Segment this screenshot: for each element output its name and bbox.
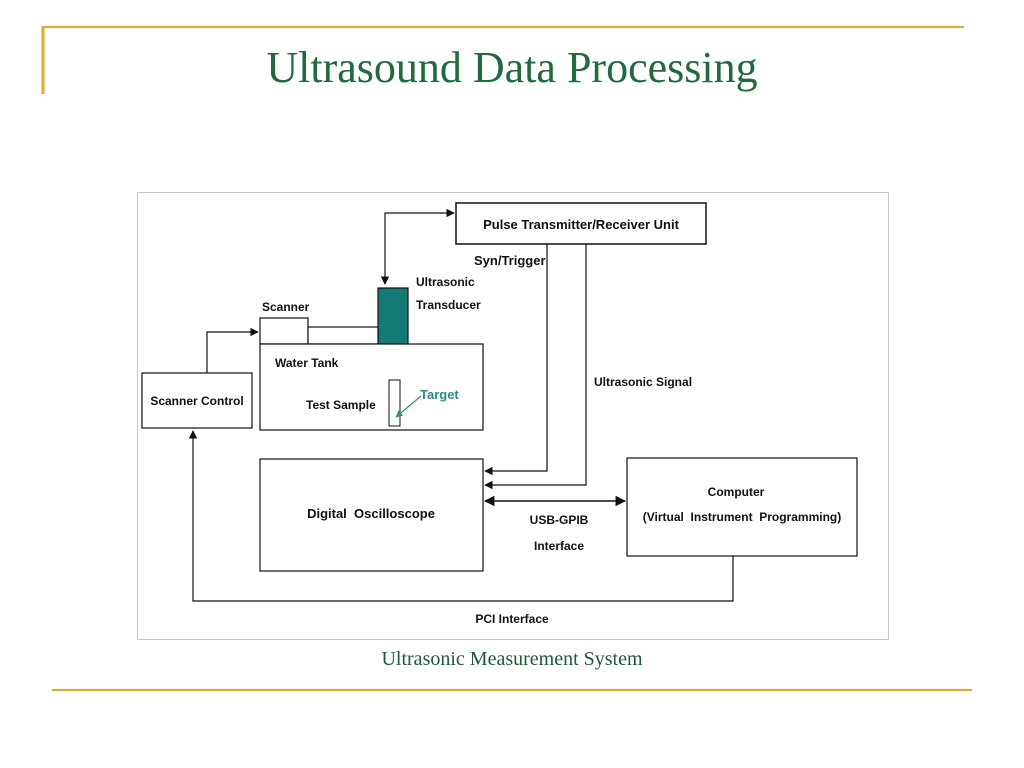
ultrasonic-signal-line [484,244,587,490]
transducer-box [377,287,409,346]
diagram-svg: Pulse Transmitter/Receiver Unit Syn/Trig… [141,202,858,626]
usb-gpib-label-line1: USB-GPIB [530,513,589,527]
water-tank-box [259,343,484,431]
system-diagram: Pulse Transmitter/Receiver Unit Syn/Trig… [137,192,889,640]
usb-gpib-label-line2: Interface [534,539,584,553]
target-arrow [395,395,422,418]
pulse-unit-box [455,202,707,245]
scanner-control-box [141,372,253,429]
computer-label-line1: Computer [708,485,765,499]
pulse-unit-label: Pulse Transmitter/Receiver Unit [483,217,679,232]
syn-trigger-line [484,244,548,476]
figure-caption: Ultrasonic Measurement System [381,648,643,670]
pulse-to-transducer-line [380,208,455,285]
test-sample-label: Test Sample [306,398,376,412]
oscilloscope-label: Digital Oscilloscope [307,506,435,521]
computer-box [626,457,858,557]
transducer-label-line1: Ultrasonic [416,275,475,289]
transducer-label-line2: Transducer [416,298,481,312]
scanner-box [259,317,309,345]
control-to-scanner-line [206,327,259,373]
pci-interface-line [188,430,734,602]
scanner-label: Scanner [262,300,310,314]
oscilloscope-box [259,458,484,572]
ultrasonic-signal-label: Ultrasonic Signal [594,375,692,389]
test-sample-box [388,379,401,427]
pci-interface-label: PCI Interface [475,612,549,626]
computer-label-line2: (Virtual Instrument Programming) [643,510,841,524]
scanner-control-label: Scanner Control [150,394,243,408]
page-title: Ultrasound Data Processing [266,43,758,92]
scanner-arm [307,326,379,345]
syn-trigger-label: Syn/Trigger [474,253,546,268]
target-label: Target [420,387,459,402]
water-tank-label: Water Tank [275,356,339,370]
